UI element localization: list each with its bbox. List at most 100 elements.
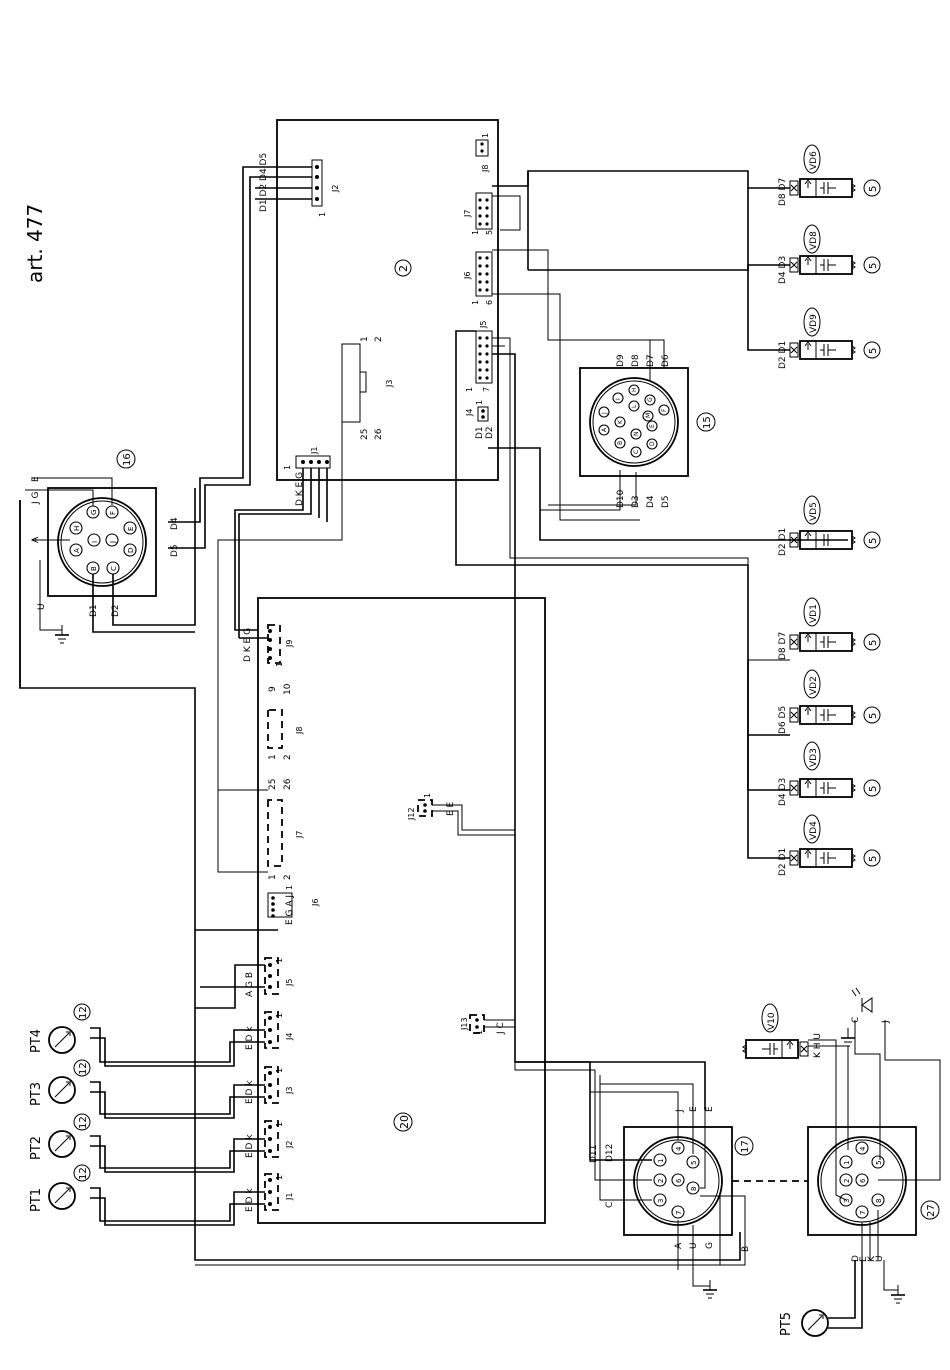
svg-text:6: 6 <box>485 300 494 305</box>
valve-vd6-name: VD6 <box>809 151 819 170</box>
svg-text:2: 2 <box>657 1179 665 1183</box>
pt3: PT3 12 <box>29 1059 265 1119</box>
bottom-j4-wire-labels: E D k <box>245 1026 255 1050</box>
pt3-name: PT3 <box>29 1082 44 1106</box>
valve-vd5-ref: 5 <box>868 538 879 544</box>
bottom-j8-connector: J8 9 10 1 2 <box>267 683 304 760</box>
bottom-board: 20 J9 1 D K E G J8 9 10 1 2 J7 25 26 <box>195 597 546 1224</box>
svg-text:J4: J4 <box>465 409 474 417</box>
connector-16-ref: 16 <box>122 453 133 466</box>
svg-text:F: F <box>661 408 668 412</box>
svg-text:H: H <box>73 526 81 531</box>
svg-text:J: J <box>109 541 117 544</box>
svg-text:5: 5 <box>690 1161 698 1165</box>
valve-vd2-name: VD2 <box>809 676 819 695</box>
connector-16: A B C D E F G H I J 16 E J G A U D4 D5 D… <box>31 449 180 617</box>
svg-text:2: 2 <box>374 336 384 342</box>
svg-text:E: E <box>705 1106 715 1112</box>
svg-text:J4: J4 <box>285 1033 294 1041</box>
svg-text:G: G <box>705 1242 715 1249</box>
svg-text:J3: J3 <box>285 1087 294 1095</box>
connector-27-ref: 27 <box>926 1204 937 1217</box>
bottom-j13-wire-labels: J C <box>496 1022 506 1035</box>
bottom-j9-connector: J9 1 D K E G <box>243 624 294 667</box>
svg-text:1: 1 <box>275 1068 284 1073</box>
pt1-name: PT1 <box>29 1188 44 1212</box>
svg-text:G: G <box>647 397 654 402</box>
svg-text:6: 6 <box>675 1178 683 1183</box>
svg-text:D: D <box>649 441 656 446</box>
svg-text:1: 1 <box>475 1030 484 1035</box>
valve-v10: V10 K H U <box>742 1003 823 1059</box>
svg-text:1: 1 <box>318 212 327 217</box>
valve-vd8-name: VD8 <box>809 231 819 250</box>
top-j1-connector: J1 1 D K E G <box>283 447 331 506</box>
bottom-j6-wire-labels: E G A J <box>285 895 295 925</box>
svg-text:D: D <box>851 1255 861 1262</box>
bottom-j12-wire-labels: E E <box>446 801 456 816</box>
valve-vd1-pins: D8 D7 <box>778 632 788 660</box>
top-board-ref: 2 <box>397 265 410 272</box>
svg-text:D1: D1 <box>475 426 485 439</box>
svg-text:J7: J7 <box>295 831 304 839</box>
svg-text:J6: J6 <box>311 899 320 907</box>
valve-vd5: VD5 D2 D1 5 <box>778 495 881 556</box>
svg-text:5: 5 <box>485 230 494 235</box>
svg-text:J: J <box>601 412 608 415</box>
pt1-ref: 12 <box>78 1167 89 1180</box>
svg-text:D9: D9 <box>616 354 626 367</box>
svg-text:1: 1 <box>657 1159 665 1163</box>
valve-vd1-name: VD1 <box>809 604 819 623</box>
svg-text:E: E <box>859 1256 869 1262</box>
svg-text:1: 1 <box>283 465 292 470</box>
valve-vd5-name: VD5 <box>809 502 819 521</box>
svg-text:10: 10 <box>283 683 293 695</box>
svg-text:26: 26 <box>283 778 293 790</box>
connector-17-ref: 17 <box>740 1140 751 1153</box>
svg-text:6: 6 <box>859 1178 867 1183</box>
svg-text:J3: J3 <box>385 380 394 388</box>
svg-text:J1: J1 <box>285 1193 294 1201</box>
svg-text:J5: J5 <box>479 321 488 329</box>
connector-17: 4 5 8 7 3 2 1 6 17 J E E D11 D12 C A U G… <box>589 1106 754 1252</box>
pt4-name: PT4 <box>29 1029 44 1053</box>
svg-text:1: 1 <box>360 336 370 342</box>
svg-text:J7: J7 <box>463 210 472 218</box>
svg-text:A: A <box>601 427 608 432</box>
valve-vd6-ref: 5 <box>868 186 879 192</box>
connector-27: 4 1 2 3 7 8 5 6 27 C J D E K U <box>807 1017 940 1262</box>
valve-vd9-pins: D2 D1 <box>778 341 788 369</box>
svg-text:D: D <box>127 548 135 553</box>
svg-text:J G: J G <box>31 491 41 505</box>
bottom-j2-wire-labels: E D k <box>245 1134 255 1158</box>
top-j2-wire-labels: D1 D2 D4 D5 <box>259 153 269 212</box>
valve-vd1: VD1 D8 D7 5 <box>778 597 881 660</box>
valve-vd8-ref: 5 <box>868 263 879 269</box>
valve-vd3-ref: 5 <box>868 786 879 792</box>
svg-text:1: 1 <box>423 793 432 798</box>
bottom-j13-connector: J13 1 J C <box>460 1014 506 1035</box>
svg-text:J12: J12 <box>407 807 416 821</box>
valve-vd4-pins: D2 D1 <box>778 848 788 876</box>
svg-text:C: C <box>633 450 640 454</box>
top-j6-connector: J6 1 6 <box>463 251 494 305</box>
svg-text:I: I <box>615 398 622 400</box>
svg-text:J8: J8 <box>481 165 490 173</box>
svg-text:1: 1 <box>275 1122 284 1127</box>
svg-text:D12: D12 <box>605 1144 615 1162</box>
svg-text:D2: D2 <box>111 604 121 617</box>
svg-text:C: C <box>605 1202 615 1208</box>
bottom-j1-connector: J1 1 E D k <box>245 1173 294 1212</box>
svg-text:J1: J1 <box>310 447 319 455</box>
valve-vd3-name: VD3 <box>809 748 819 767</box>
svg-text:1: 1 <box>475 400 484 405</box>
valve-vd8-pins: D4 D3 <box>778 256 788 284</box>
svg-text:1: 1 <box>843 1161 851 1165</box>
valve-vd6-pins: D8 D7 <box>778 178 788 206</box>
valve-vd4: VD4 D2 D1 5 <box>778 814 881 876</box>
svg-text:J13: J13 <box>460 1017 469 1031</box>
svg-text:D5: D5 <box>661 495 671 508</box>
valve-vd3-pins: D4 D3 <box>778 778 788 806</box>
svg-text:K: K <box>867 1255 877 1262</box>
